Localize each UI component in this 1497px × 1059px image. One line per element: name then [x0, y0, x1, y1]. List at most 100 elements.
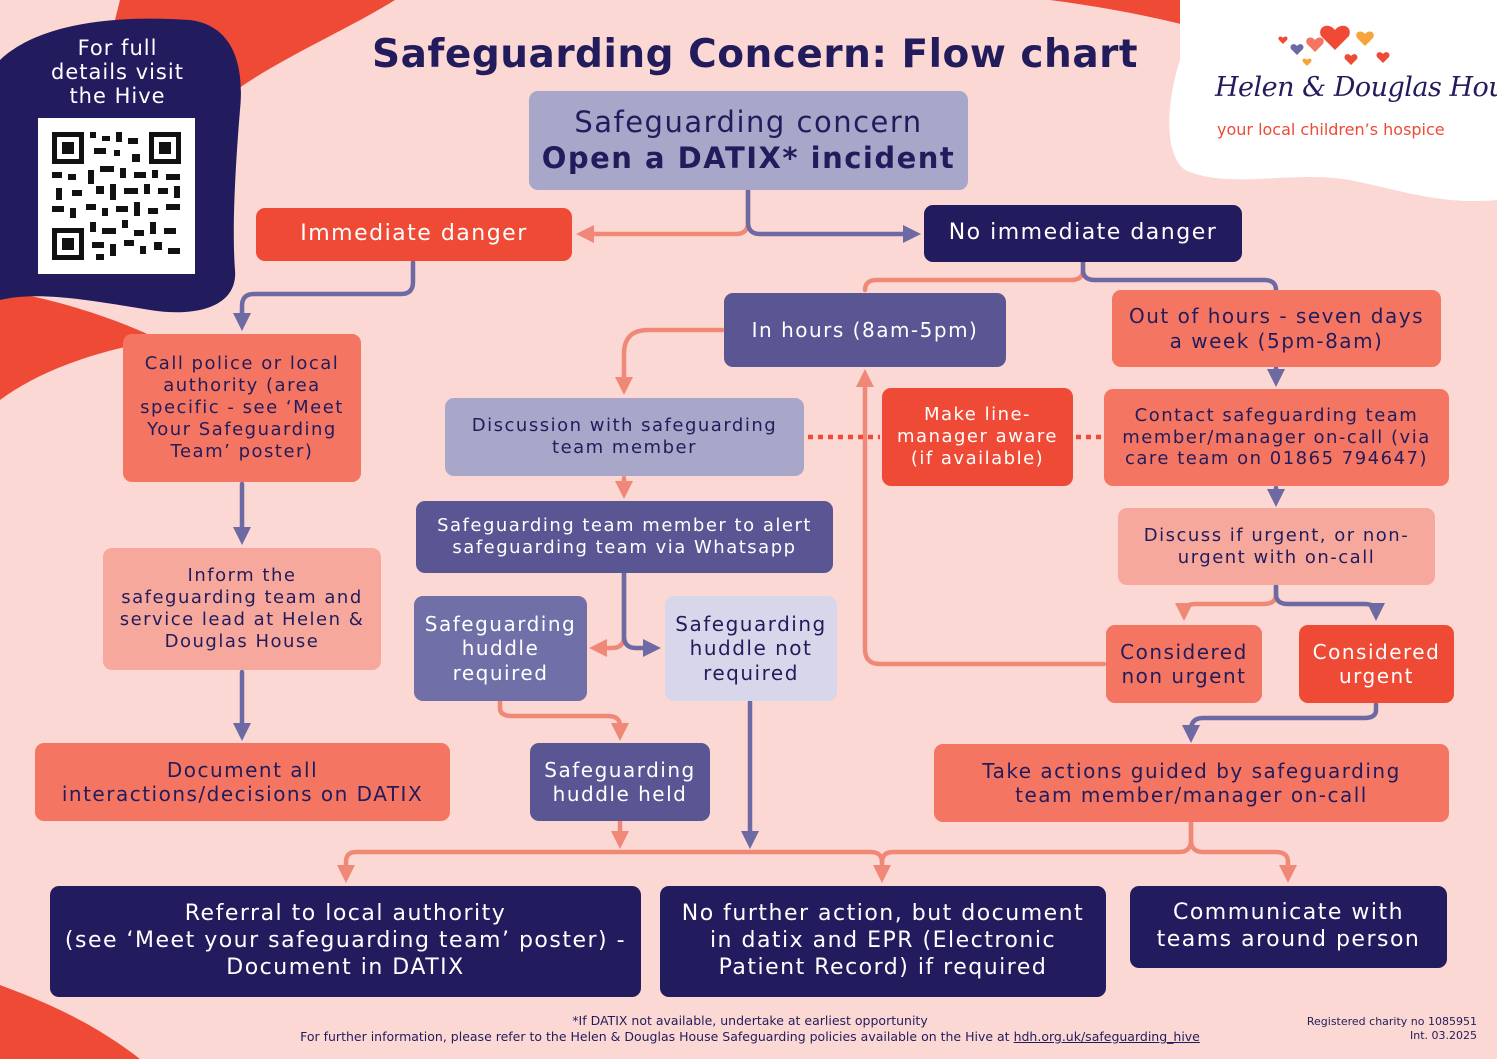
footer-info-text: For further information, please refer to…: [300, 1029, 1010, 1044]
arrow-urgent-to-take-actions: [1182, 701, 1379, 743]
node-line-manager: Make line- manager aware (if available): [882, 388, 1073, 486]
node-out-of-hours-l2: a week (5pm-8am): [1169, 328, 1384, 353]
arrow-start-to-immediate: [576, 187, 751, 243]
node-line-manager-l2: manager aware: [897, 426, 1058, 448]
charity-number: Registered charity no 1085951: [1306, 1015, 1477, 1028]
node-no-immediate-danger: No immediate danger: [924, 205, 1242, 262]
version-label: Int. 03.2025: [1409, 1028, 1477, 1042]
node-call-police-l5: Team’ poster): [170, 440, 314, 462]
red-swoosh-left: [0, 290, 160, 400]
node-inform-l2: safeguarding team and: [121, 587, 363, 609]
node-alert-l1: Safeguarding team member to alert: [437, 515, 812, 537]
node-contact-l1: Contact safeguarding team: [1134, 404, 1419, 426]
node-urgent-l2: urgent: [1338, 664, 1415, 688]
node-referral-l2: (see ‘Meet your safeguarding team’ poste…: [64, 928, 627, 954]
node-contact: Contact safeguarding team member/manager…: [1104, 389, 1449, 486]
hearts-icon: [1278, 25, 1390, 66]
arrow-alert-to-huddle-not: [621, 571, 661, 657]
node-call-police-l4: Your Safeguarding: [147, 418, 337, 440]
node-urgent-question-l1: Discuss if urgent, or non-: [1143, 524, 1410, 546]
node-communicate: Communicate with teams around person: [1130, 886, 1447, 968]
node-document-l2: interactions/decisions on DATIX: [61, 782, 424, 806]
node-immediate-danger: Immediate danger: [256, 208, 572, 261]
arrow-urgent-q-to-non-urgent: [1175, 583, 1279, 621]
node-start-line2: Open a DATIX* incident: [541, 140, 956, 175]
footer-info: For further information, please refer to…: [220, 1029, 1280, 1044]
node-huddle-not-required: Safeguarding huddle not required: [665, 596, 837, 701]
node-out-of-hours: Out of hours - seven days a week (5pm-8a…: [1112, 290, 1441, 367]
footer-hive-link[interactable]: hdh.org.uk/safeguarding_hive: [1013, 1029, 1200, 1044]
node-discussion-l2: team member: [552, 437, 697, 458]
node-referral-l3: Document in DATIX: [226, 954, 465, 980]
node-huddle-required-l2: huddle: [461, 636, 540, 661]
node-contact-l3: care team on 01865 794647): [1124, 448, 1428, 470]
node-non-urgent-l2: non urgent: [1121, 664, 1247, 688]
arrow-alert-to-huddle-req: [589, 571, 627, 657]
hive-line-3: the Hive: [69, 84, 166, 109]
node-non-urgent: Considered non urgent: [1106, 625, 1262, 703]
node-call-police-l2: authority (area: [163, 375, 321, 397]
node-huddle-not-required-l2: huddle not: [689, 636, 813, 661]
arrow-huddle-req-to-held: [497, 699, 629, 741]
node-alert: Safeguarding team member to alert safegu…: [416, 501, 833, 573]
node-inform-l4: Douglas House: [164, 630, 320, 652]
node-huddle-not-required-l3: required: [703, 660, 799, 685]
arrow-non-urgent-to-in-hours: [856, 369, 1107, 667]
arrow-immediate-to-police: [233, 259, 416, 331]
node-start-line1: Safeguarding concern: [574, 105, 923, 140]
node-take-actions: Take actions guided by safeguarding team…: [934, 744, 1449, 822]
node-start: Safeguarding concern Open a DATIX* incid…: [529, 91, 968, 190]
node-document-l1: Document all: [166, 757, 319, 782]
node-take-actions-l1: Take actions guided by safeguarding: [982, 758, 1401, 783]
red-corner-bottom-left: [0, 985, 140, 1059]
arrow-start-to-no-immediate: [745, 187, 921, 243]
node-huddle-required-l1: Safeguarding: [424, 611, 577, 636]
qr-code-image: [52, 132, 181, 260]
node-inform-l3: service lead at Helen &: [119, 609, 365, 630]
node-referral: Referral to local authority (see ‘Meet y…: [50, 886, 641, 997]
line-no-immediate-to-in-hours: [862, 259, 1086, 293]
line-take-actions-left: [879, 820, 1194, 865]
node-alert-l2: safeguarding team via Whatsapp: [452, 537, 797, 558]
hive-line-1: For full: [77, 36, 158, 60]
node-discussion: Discussion with safeguarding team member: [445, 398, 804, 476]
hive-prompt: For full details visit the Hive: [40, 36, 195, 108]
node-no-further-action: No further action, but document in datix…: [660, 886, 1106, 997]
arrow-no-immediate-to-out-hours: [1080, 259, 1279, 293]
logo-tagline: your local children’s hospice: [1217, 120, 1445, 139]
node-huddle-held-l2: huddle held: [552, 782, 688, 806]
qr-code[interactable]: [38, 118, 195, 274]
node-referral-l1: Referral to local authority: [184, 901, 507, 927]
node-out-of-hours-l1: Out of hours - seven days: [1128, 304, 1425, 329]
node-call-police: Call police or local authority (area spe…: [123, 334, 361, 482]
node-document: Document all interactions/decisions on D…: [35, 743, 450, 821]
arrow-take-actions-to-communicate: [1188, 820, 1297, 883]
node-call-police-l1: Call police or local: [144, 353, 340, 375]
node-communicate-l2: teams around person: [1156, 927, 1421, 952]
node-huddle-required: Safeguarding huddle required: [414, 596, 587, 701]
charity-info: Registered charity no 1085951 Int. 03.20…: [1307, 1015, 1477, 1043]
node-contact-l2: member/manager on-call (via: [1122, 426, 1431, 448]
arrow-in-hours-to-discussion: [615, 327, 725, 395]
node-inform: Inform the safeguarding team and service…: [103, 548, 381, 670]
node-huddle-held: Safeguarding huddle held: [530, 743, 710, 821]
white-logo-blob: [1169, 0, 1497, 201]
arrow-urgent-q-to-urgent: [1273, 583, 1385, 621]
node-discussion-l1: Discussion with safeguarding: [471, 415, 778, 437]
node-huddle-not-required-l1: Safeguarding: [675, 611, 827, 636]
node-take-actions-l2: team member/manager on-call: [1015, 783, 1368, 807]
node-urgent-l1: Considered: [1312, 639, 1441, 664]
node-huddle-required-l3: required: [452, 660, 549, 685]
node-no-further-action-l2: in datix and EPR (Electronic: [709, 928, 1057, 954]
node-no-further-action-l1: No further action, but document: [681, 901, 1085, 927]
footer-note: *If DATIX not available, undertake at ea…: [572, 1013, 928, 1028]
logo-name: Helen & Douglas House: [1215, 72, 1497, 103]
node-line-manager-l1: Make line-: [923, 404, 1032, 426]
hive-line-2: details visit: [51, 60, 184, 85]
page-title: Safeguarding Concern: Flow chart: [372, 32, 1139, 77]
node-urgent-question: Discuss if urgent, or non- urgent with o…: [1118, 508, 1435, 585]
node-line-manager-l3: (if available): [910, 447, 1045, 469]
node-urgent: Considered urgent: [1299, 625, 1454, 703]
node-huddle-held-l1: Safeguarding: [544, 757, 696, 782]
node-call-police-l3: specific - see ‘Meet: [140, 397, 344, 419]
